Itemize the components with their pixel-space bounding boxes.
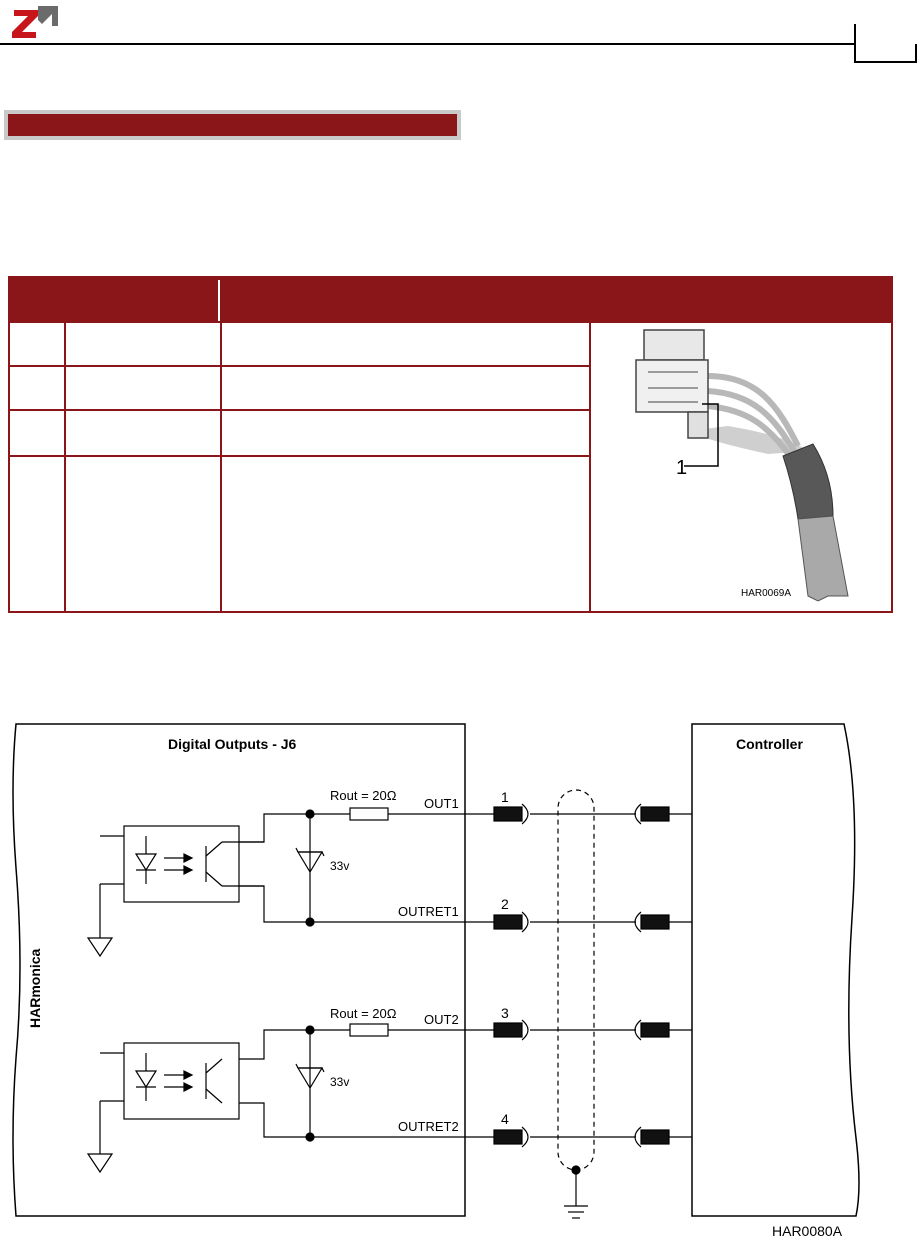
- section-heading-bar: [4, 110, 461, 140]
- header-rule: [0, 43, 855, 45]
- company-logo-icon: [12, 6, 58, 38]
- pin-1: 1: [501, 789, 509, 805]
- connector-figure-code: HAR0069A: [741, 588, 791, 599]
- signal-outret1: OUTRET1: [398, 904, 459, 919]
- pin-table: 1 HAR0069A: [8, 276, 893, 613]
- wiring-diagram: Digital Outputs - J6 Controller HARmonic…: [12, 723, 860, 1238]
- pin-3: 3: [501, 1005, 509, 1021]
- signal-out1: OUT1: [424, 796, 459, 811]
- signal-out2: OUT2: [424, 1012, 459, 1027]
- diagram-figure-code: HAR0080A: [772, 1223, 843, 1238]
- right-panel-title: Controller: [736, 736, 803, 752]
- left-panel: [12, 723, 466, 1217]
- zener-label-2: 33v: [330, 1075, 349, 1089]
- table-header: [8, 276, 893, 322]
- resistor-label-1: Rout = 20Ω: [330, 788, 397, 803]
- signal-outret2: OUTRET2: [398, 1119, 459, 1134]
- connector-image: [635, 329, 849, 602]
- output-channel-2: [86, 1023, 494, 1174]
- pin-callout: 1: [676, 457, 687, 479]
- pin-2: 2: [501, 896, 509, 912]
- pin-4: 4: [501, 1111, 509, 1127]
- resistor-label-2: Rout = 20Ω: [330, 1006, 397, 1021]
- zener-label-1: 33v: [330, 859, 349, 873]
- left-panel-title: Digital Outputs - J6: [168, 736, 297, 752]
- cable-connectors: [493, 789, 692, 1219]
- right-panel: [691, 723, 860, 1217]
- output-channel-1: [86, 807, 494, 958]
- page-number-box: [854, 24, 917, 63]
- side-label: HARmonica: [27, 948, 43, 1028]
